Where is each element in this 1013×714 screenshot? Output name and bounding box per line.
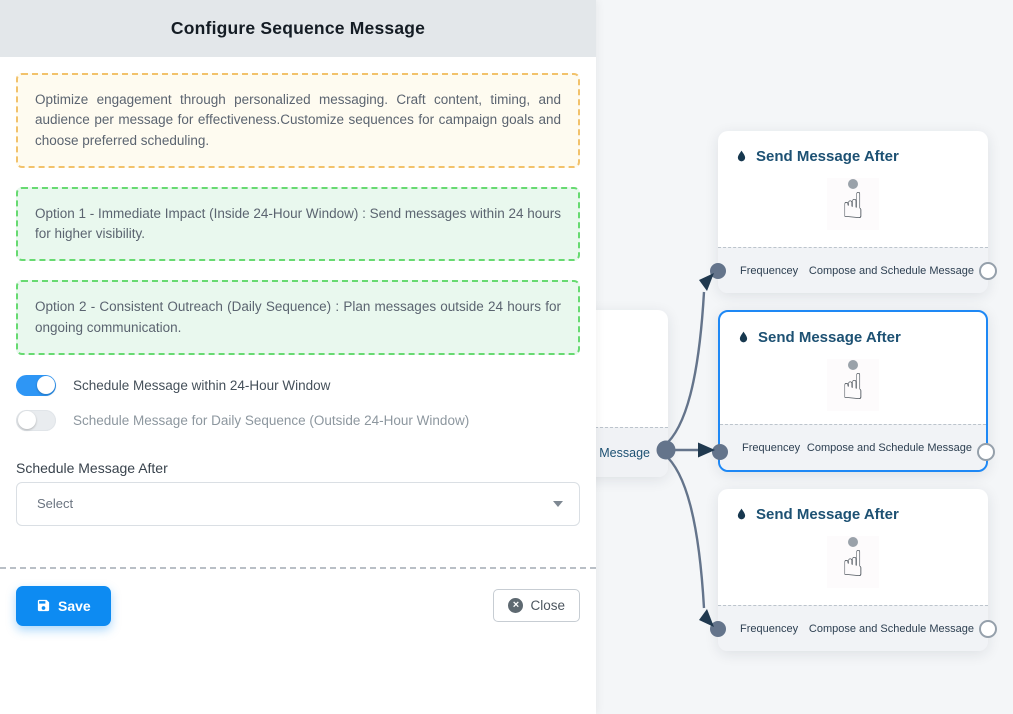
frequency-port-label: Frequencey <box>740 264 799 277</box>
toggle-row-daily: Schedule Message for Daily Sequence (Out… <box>16 409 580 431</box>
node-title: Send Message After <box>720 312 986 346</box>
toggle-daily-label: Schedule Message for Daily Sequence (Out… <box>73 412 470 428</box>
output-port[interactable] <box>979 262 997 280</box>
toggle-row-24h: Schedule Message within 24-Hour Window <box>16 374 580 396</box>
option-1-alert: Option 1 - Immediate Impact (Inside 24-H… <box>16 186 580 262</box>
panel-title: Configure Sequence Message <box>170 18 426 38</box>
toggle-daily-sequence[interactable] <box>16 409 56 431</box>
output-port[interactable] <box>977 443 995 461</box>
schedule-after-select[interactable]: Select <box>16 481 580 526</box>
panel-header: Configure Sequence Message <box>0 0 596 57</box>
toggle-24h-label: Schedule Message within 24-Hour Window <box>73 377 331 393</box>
frequency-port-label: Frequencey <box>740 622 799 635</box>
send-message-after-node-3[interactable]: Send Message After ☝ Frequencey Compose … <box>710 489 997 651</box>
tap-hand-icon: ☝ <box>827 536 879 588</box>
close-button[interactable]: × Close <box>493 589 580 623</box>
node-title: Send Message After <box>718 489 988 523</box>
schedule-after-label: Schedule Message After <box>16 459 168 476</box>
droplet-icon <box>739 331 748 343</box>
node-footer: Frequencey Compose and Schedule Message <box>720 424 986 470</box>
input-port[interactable] <box>710 621 726 637</box>
save-button[interactable]: Save <box>16 585 111 626</box>
select-placeholder: Select <box>37 496 74 512</box>
droplet-icon <box>737 150 746 162</box>
save-icon <box>37 600 50 612</box>
node-footer: Frequencey Compose and Schedule Message <box>718 605 988 651</box>
option-2-alert: Option 2 - Consistent Outreach (Daily Se… <box>16 280 580 355</box>
node-title: Send Message After <box>718 131 988 165</box>
droplet-icon <box>737 508 746 520</box>
chevron-down-icon <box>553 500 563 507</box>
partial-node-port-label: ce Message <box>582 445 650 460</box>
send-message-after-node-2[interactable]: Send Message After ☝ Frequencey Compose … <box>712 310 995 472</box>
tap-hand-icon: ☝ <box>827 178 879 230</box>
configure-sequence-panel: Configure Sequence Message Optimize enga… <box>0 0 596 714</box>
compose-port-label: Compose and Schedule Message <box>808 622 974 635</box>
footer-divider <box>0 566 596 569</box>
info-alert: Optimize engagement through personalized… <box>16 73 580 168</box>
compose-port-label: Compose and Schedule Message <box>808 264 974 277</box>
send-message-after-node-1[interactable]: Send Message After ☝ Frequencey Compose … <box>710 131 997 293</box>
frequency-port-label: Frequencey <box>742 441 801 454</box>
input-port[interactable] <box>710 263 726 279</box>
tap-hand-icon: ☝ <box>827 359 879 411</box>
toggle-24h-window[interactable] <box>16 374 56 396</box>
node-footer: Frequencey Compose and Schedule Message <box>718 247 988 293</box>
compose-port-label: Compose and Schedule Message <box>806 441 972 454</box>
input-port[interactable] <box>712 444 728 460</box>
close-circle-icon: × <box>508 598 524 614</box>
output-port[interactable] <box>979 620 997 638</box>
